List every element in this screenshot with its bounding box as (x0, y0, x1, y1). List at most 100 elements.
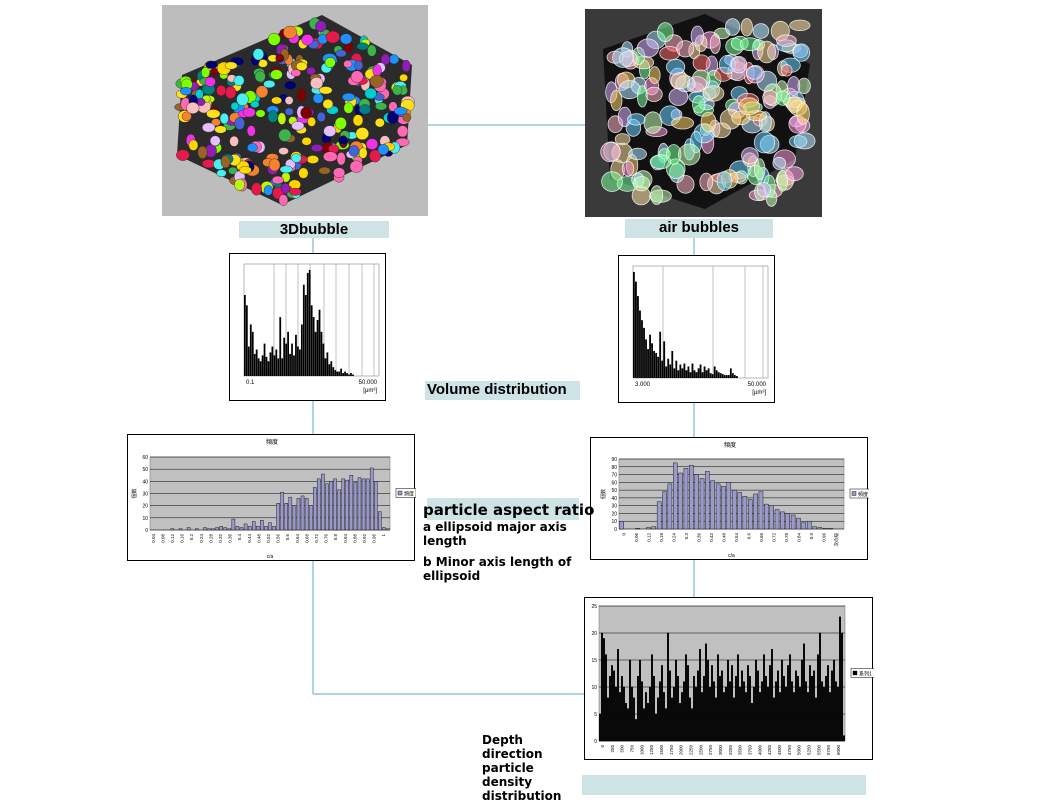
bar (693, 370, 696, 378)
bar (741, 670, 743, 742)
air-bubble (753, 131, 776, 154)
air-bubble (787, 76, 801, 96)
bar (701, 372, 704, 378)
bar (726, 482, 732, 530)
bubble (279, 165, 293, 174)
bubble (180, 87, 192, 96)
bubble3d-caption: 3Dbubble (239, 221, 389, 238)
bar (780, 511, 785, 530)
bubble (402, 113, 412, 122)
x-tick-label: 3000 (718, 745, 723, 756)
bubble (348, 145, 360, 157)
bubble (399, 73, 408, 82)
bubble (267, 32, 281, 46)
y-tick-label: 15 (591, 658, 597, 664)
bubble (209, 135, 221, 147)
bar (312, 317, 315, 376)
bubble (271, 96, 283, 105)
bar (843, 735, 845, 742)
bubble (252, 48, 265, 61)
bar (326, 352, 329, 376)
bar (635, 281, 637, 378)
y-tick-label: 50 (142, 467, 148, 473)
bar (304, 295, 307, 376)
x-axis-label: c/a (267, 554, 274, 560)
bubble (204, 76, 216, 87)
air-bubble (702, 85, 725, 102)
x-tick-label: 4750 (787, 745, 792, 756)
bar (737, 492, 742, 530)
x-tick-label: 3.000 (635, 382, 651, 388)
bubble (340, 33, 353, 45)
bar (701, 692, 703, 742)
bubble (181, 111, 192, 122)
bar (312, 487, 317, 531)
x-tick-label: 5000 (797, 745, 802, 756)
bar (300, 495, 305, 531)
bar (659, 681, 661, 742)
y-tick-label: 70 (611, 473, 617, 479)
bar (671, 351, 674, 378)
bar (619, 521, 624, 530)
y-tick-label: 40 (142, 479, 148, 485)
bar (260, 520, 264, 531)
bar (793, 692, 795, 742)
x-tick-label: 0.1 (246, 380, 255, 386)
bar (667, 632, 669, 742)
bar (342, 373, 344, 376)
bubble (284, 81, 297, 90)
bar (334, 370, 337, 376)
bar (647, 349, 649, 378)
air-bubble (612, 47, 634, 68)
bar (791, 681, 793, 742)
bar (835, 681, 837, 742)
bubble (214, 125, 227, 134)
x-tick-label: 1250 (649, 745, 654, 756)
bubble (278, 128, 292, 142)
y-axis-label: 個数 (131, 488, 138, 498)
air-bubble (741, 147, 759, 165)
air-bubble (670, 72, 691, 90)
bar (344, 371, 346, 376)
bar (288, 496, 293, 531)
bar (621, 675, 623, 742)
depth-label: Depth direction particle density distrib… (482, 733, 562, 803)
bubble (377, 143, 389, 155)
x-tick-label: 0.6 (285, 534, 290, 541)
air-bubble (692, 54, 711, 72)
bar (287, 331, 289, 376)
x-tick-label: 0.84 (343, 534, 348, 543)
bar (809, 665, 811, 742)
bar (691, 708, 693, 742)
x-tick-label: 0.96 (372, 534, 377, 543)
bar (655, 352, 658, 378)
x-tick-label: 0.84 (796, 533, 801, 542)
bar (283, 337, 286, 376)
bar (170, 528, 175, 531)
x-tick-label: 0.28 (208, 534, 213, 543)
air-bubble (666, 58, 686, 75)
bar (337, 489, 341, 531)
bar (673, 686, 675, 742)
bar (743, 681, 745, 742)
bar (296, 498, 301, 531)
bar (329, 481, 333, 531)
bar (677, 370, 680, 378)
bar (601, 632, 603, 742)
bubble (372, 64, 382, 77)
bar (629, 659, 631, 742)
x-tick-label: 1500 (659, 745, 664, 756)
bar (695, 372, 698, 378)
bubble (324, 57, 336, 68)
bar (599, 713, 601, 742)
bar (661, 360, 664, 378)
bar (703, 675, 705, 742)
x-tick-label: 0.12 (170, 534, 175, 543)
bar (715, 697, 717, 742)
x-tick-label: 0.16 (180, 534, 185, 543)
air-bubble (776, 170, 788, 192)
x-tick-label: 0.68 (304, 534, 309, 543)
bar (291, 343, 293, 376)
aspect-ratio-block (427, 498, 579, 520)
